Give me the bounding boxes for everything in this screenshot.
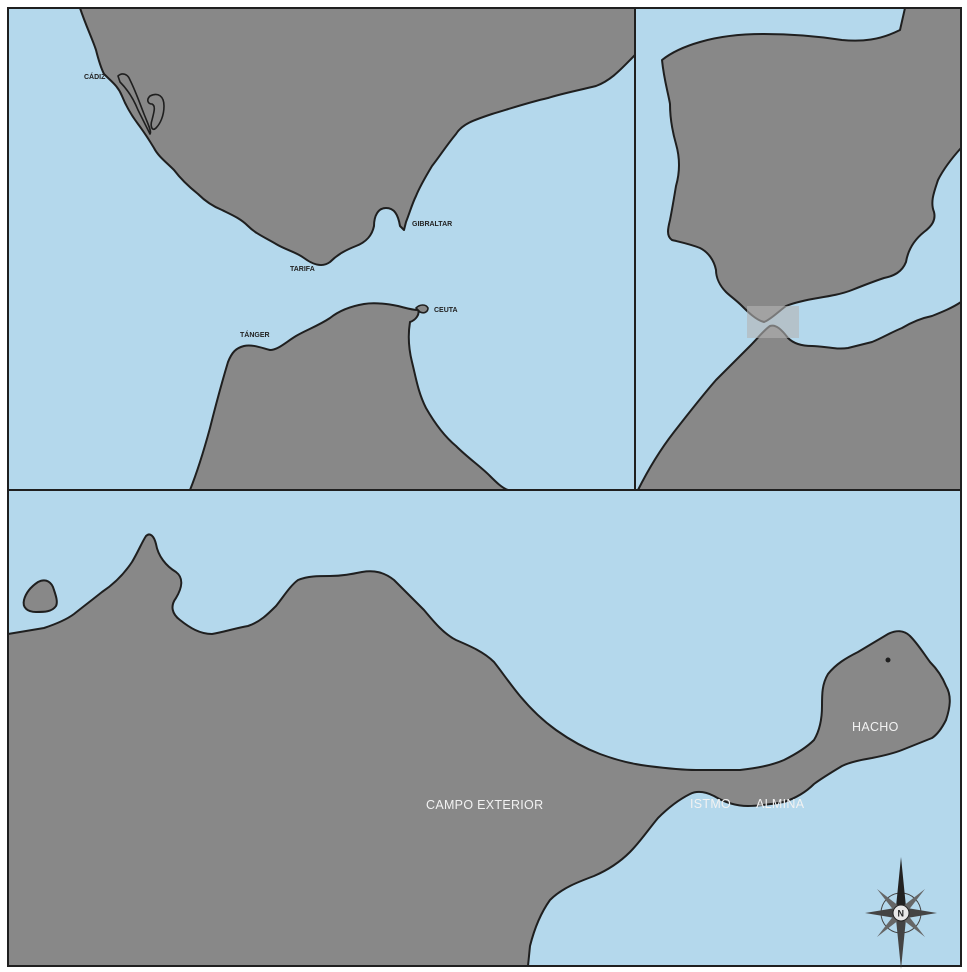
- label-gibraltar: GIBRALTAR: [412, 221, 452, 228]
- ceuta-map-panel: CAMPO EXTERIOR ISTMO ALMINA HACHO N: [7, 489, 962, 969]
- label-almina: ALMINA: [756, 797, 805, 811]
- compass-center: [892, 904, 910, 922]
- compass-rose-icon: N: [865, 857, 937, 969]
- cadiz-spit: [117, 73, 152, 135]
- strait-highlight-area: [747, 306, 799, 338]
- small-island: [22, 579, 58, 613]
- iberia-map-panel: [634, 7, 962, 491]
- ceuta-landmass: [7, 533, 951, 967]
- spain-landmass: [79, 7, 636, 266]
- compass-north-point: [896, 857, 906, 907]
- compass-west-point: [865, 908, 895, 918]
- iberian-peninsula: [661, 7, 962, 323]
- ceuta-peninsula: [415, 304, 429, 314]
- label-ceuta: CEUTA: [434, 307, 458, 314]
- cadiz-bay-hook: [147, 93, 165, 131]
- strait-map-panel: CÁDIZ GIBRALTAR TARIFA CEUTA TÁNGER: [7, 7, 636, 491]
- compass-south-point: [896, 919, 906, 969]
- label-campo-exterior: CAMPO EXTERIOR: [426, 798, 543, 812]
- label-hacho: HACHO: [852, 720, 899, 734]
- north-africa: [637, 301, 962, 491]
- morocco-landmass: [189, 302, 509, 491]
- label-istmo: ISTMO: [690, 797, 731, 811]
- label-cadiz: CÁDIZ: [84, 72, 106, 81]
- label-tarifa: TARIFA: [290, 266, 315, 273]
- rock-islet: [885, 657, 891, 663]
- ceuta-frame: [7, 489, 962, 967]
- compass-north-label: N: [898, 909, 905, 919]
- compass-east-point: [907, 908, 937, 918]
- label-tanger: TÁNGER: [240, 330, 270, 339]
